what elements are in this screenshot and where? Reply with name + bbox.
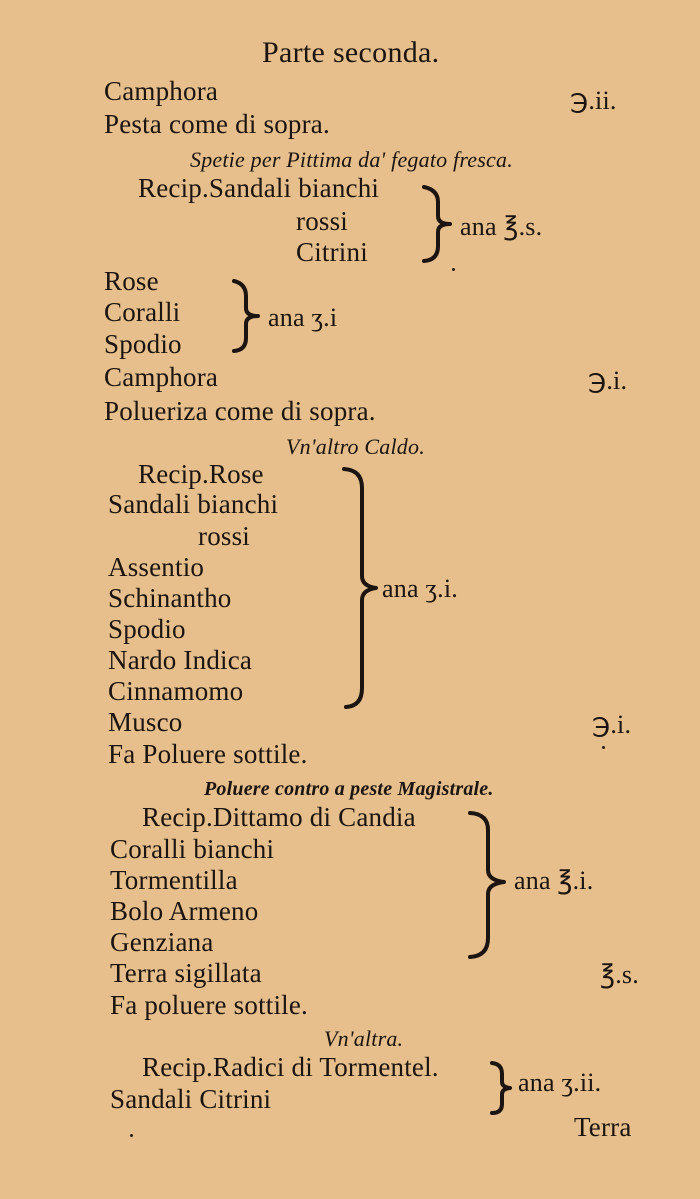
- text-line: Recip.Dittamo di Candia: [142, 802, 416, 832]
- text-line: Recip.Radici di Tormentel.: [142, 1052, 439, 1082]
- text-line: Sandali bianchi: [108, 489, 279, 519]
- brace: [342, 467, 378, 709]
- quantity: ana ℥.i.: [514, 866, 594, 895]
- text-line: Fa Poluere sottile.: [108, 739, 308, 769]
- text-line: Rose: [104, 266, 159, 296]
- text-line: Recip.Rose: [138, 459, 264, 489]
- text-line: Musco: [108, 707, 183, 737]
- ink-speck: [130, 1134, 133, 1137]
- brace: [232, 279, 260, 353]
- text-line: Tormentilla: [110, 865, 238, 895]
- text-line: Recip.Sandali bianchi: [138, 173, 380, 203]
- recipe-heading: Vn'altra.: [324, 1026, 404, 1051]
- text-line: Nardo Indica: [108, 645, 253, 675]
- quantity: ℥.s.: [600, 960, 639, 989]
- quantity: ℈.ii.: [570, 86, 617, 115]
- text-line: Genziana: [110, 927, 214, 957]
- quantity: ana ʒ.i: [268, 303, 338, 332]
- text-line: Camphora: [104, 362, 219, 392]
- recipe-heading: Poluere contro a peste Magistrale.: [204, 778, 494, 800]
- text-line: Coralli: [104, 297, 181, 327]
- text-line: Camphora: [104, 76, 219, 106]
- text-line: Citrini: [296, 237, 368, 267]
- text-line: Coralli bianchi: [110, 834, 275, 864]
- text-line: Polueriza come di sopra.: [104, 396, 376, 426]
- recipe-heading: Spetie per Pittima da' fegato fresca.: [190, 147, 513, 172]
- text-line: rossi: [198, 521, 251, 551]
- text-line: Spodio: [104, 329, 182, 359]
- recipe-heading: Vn'altro Caldo.: [286, 434, 425, 459]
- text-line: Bolo Armeno: [110, 896, 259, 926]
- brace: [468, 811, 506, 959]
- quantity: ℈.i.: [588, 366, 628, 395]
- quantity: ana ʒ.i.: [382, 574, 458, 603]
- text-line: Assentio: [108, 552, 205, 582]
- ink-speck: [452, 268, 455, 271]
- catchword: Terra: [574, 1112, 632, 1142]
- text-line: Spodio: [108, 614, 186, 644]
- text-line: Sandali Citrini: [110, 1084, 272, 1114]
- brace: [422, 185, 452, 263]
- brace: [490, 1061, 512, 1115]
- quantity: ana ʒ.ii.: [518, 1068, 602, 1097]
- text-line: Pesta come di sopra.: [104, 109, 330, 139]
- text-line: Cinnamomo: [108, 676, 244, 706]
- text-line: Schinantho: [108, 583, 232, 613]
- text-line: rossi: [296, 206, 349, 236]
- quantity: ana ℥.s.: [460, 212, 543, 241]
- page-title: Parte seconda.: [262, 36, 440, 69]
- ink-speck: [602, 746, 605, 749]
- text-line: Fa poluere sottile.: [110, 990, 309, 1020]
- quantity: ℈.i.: [592, 710, 632, 739]
- text-line: Terra sigillata: [110, 958, 262, 988]
